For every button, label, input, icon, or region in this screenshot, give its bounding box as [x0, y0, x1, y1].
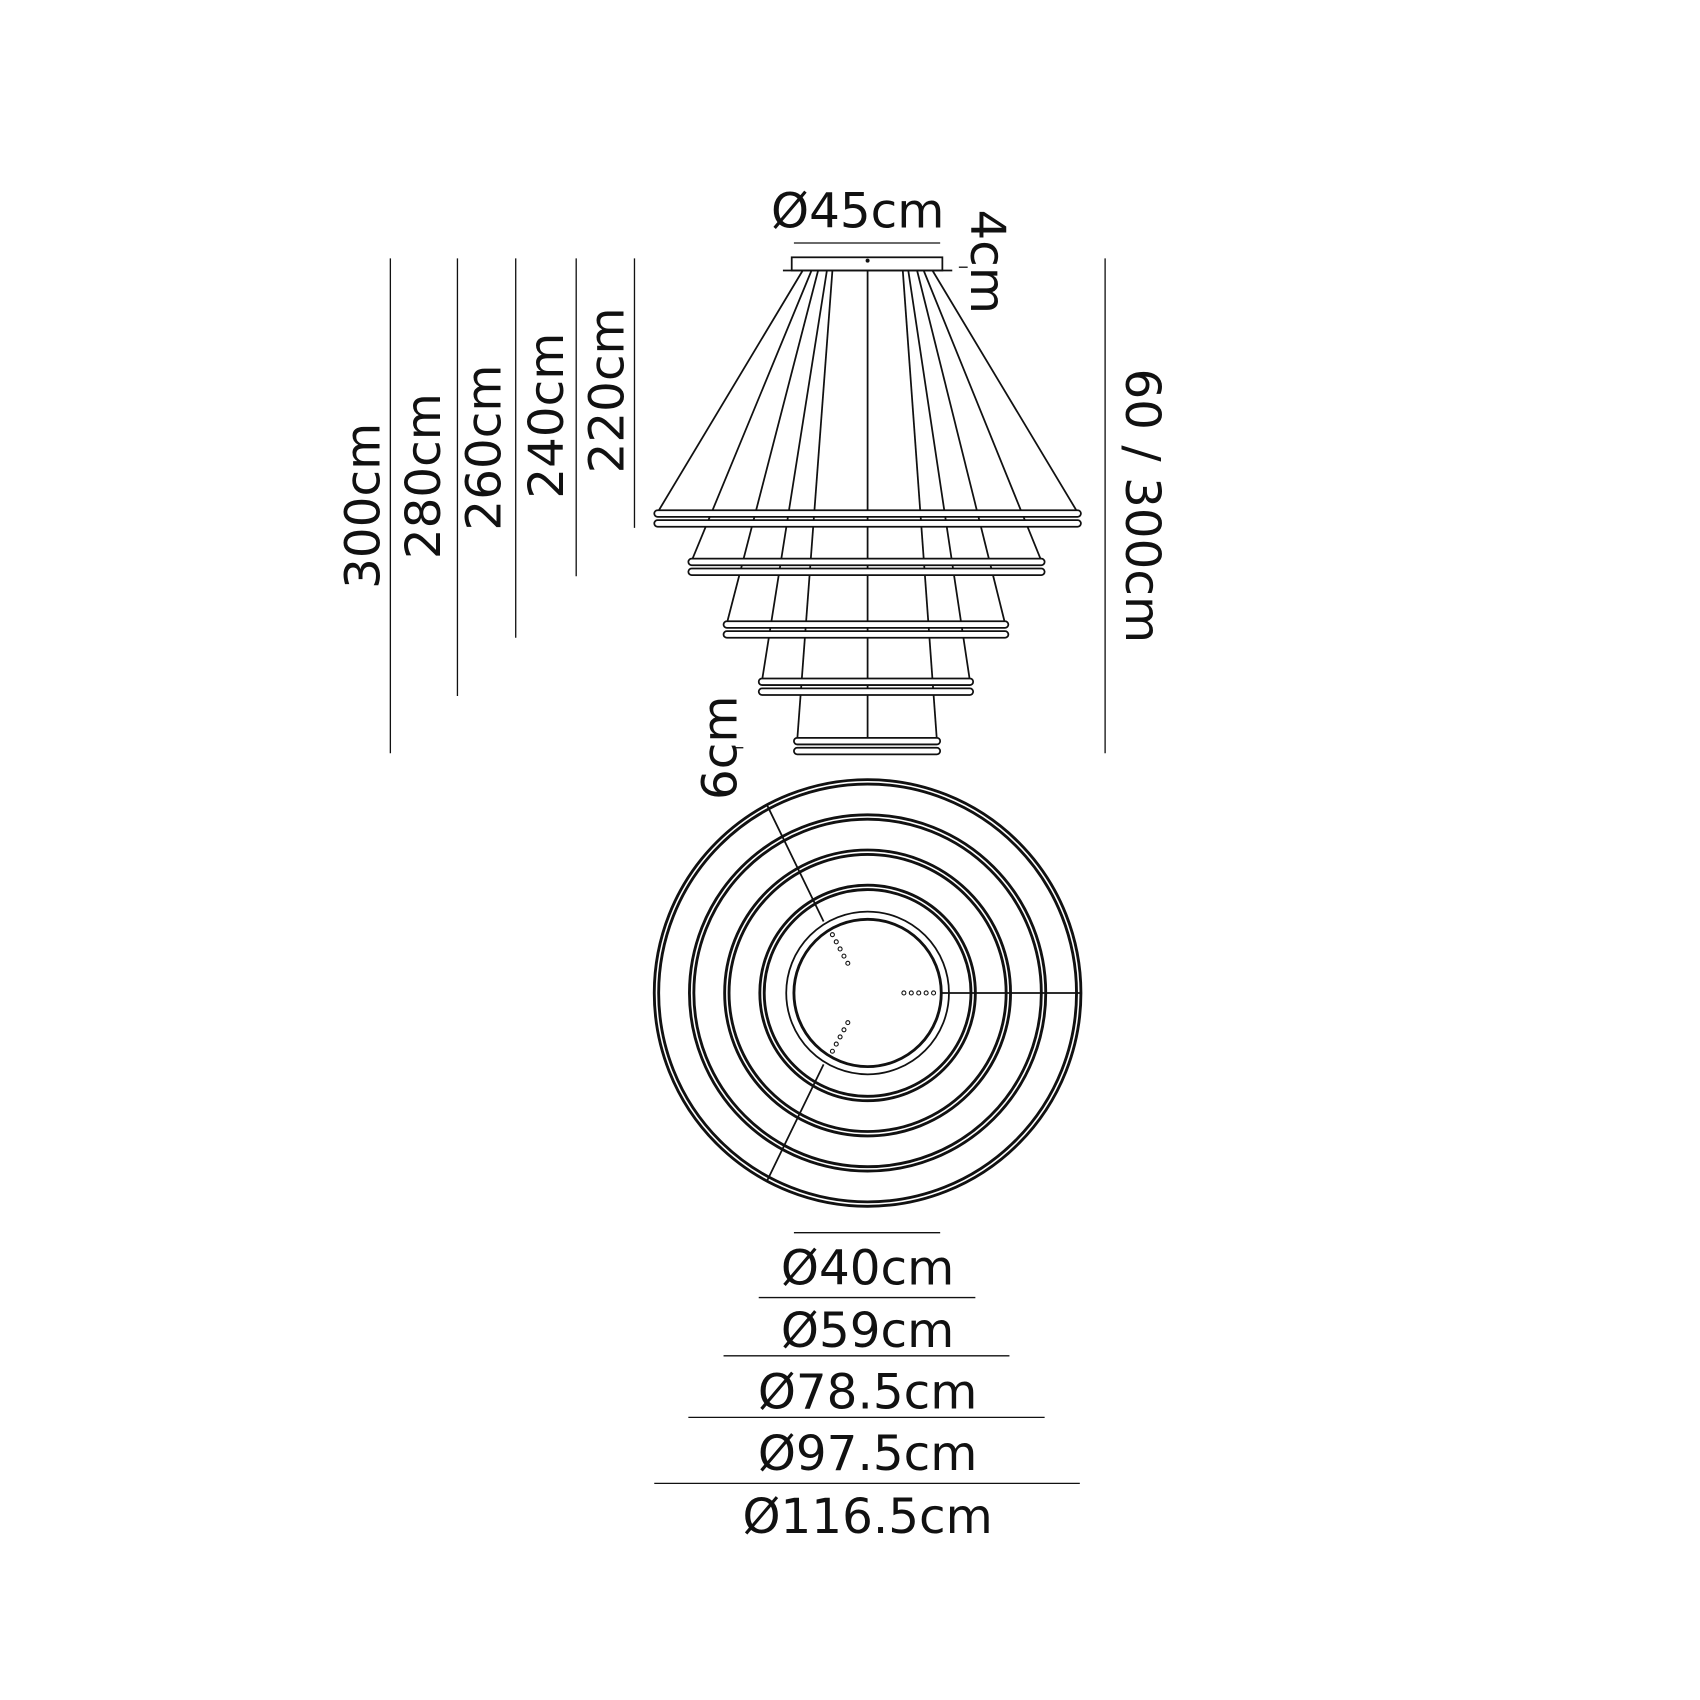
- drop-label-240: 240cm: [519, 333, 575, 499]
- radial-arm-upper: [765, 803, 825, 922]
- led-points: [829, 932, 937, 1054]
- led-dot: [841, 1027, 847, 1033]
- suspension-wire: [931, 270, 1079, 513]
- suspension-wire: [796, 270, 834, 741]
- ring-side-upper-bar: [793, 736, 942, 746]
- ring-diameter-dimensions: Ø40cm Ø59cm Ø78.5cm Ø97.5cm Ø116.5cm: [654, 1232, 1080, 1545]
- plan-view: [652, 778, 1083, 1208]
- side-elevation: Ø45cm 4cm 6cm 300cm 280cm 260cm 240cm 22…: [335, 184, 1170, 800]
- suspension-wire: [656, 270, 804, 513]
- led-dot: [923, 990, 929, 996]
- canopy-height-label: 4cm: [959, 209, 1015, 313]
- led-dot: [916, 990, 922, 996]
- suspension-wire: [901, 270, 938, 741]
- led-dot: [833, 939, 839, 945]
- ring-side-lower-bar: [793, 746, 942, 756]
- ring-side-upper-bar: [687, 557, 1046, 567]
- canopy-fixing-point: [865, 258, 870, 263]
- drop-label-260: 260cm: [456, 365, 512, 531]
- led-dot: [837, 1034, 843, 1040]
- diameter-label-78-5: Ø78.5cm: [758, 1365, 978, 1421]
- ring-side-lower-bar: [687, 567, 1046, 576]
- ring-side-upper-bar: [757, 677, 975, 686]
- led-dot: [833, 1041, 839, 1047]
- diameter-label-116-5: Ø116.5cm: [742, 1489, 992, 1545]
- led-dot: [901, 990, 907, 996]
- led-dot: [841, 953, 847, 959]
- ring-side-lower-bar: [757, 687, 975, 696]
- ring-side-upper-bar: [653, 509, 1082, 518]
- rings-side-view: [653, 509, 1082, 756]
- suspension-wire: [907, 270, 971, 681]
- diameter-label-97-5: Ø97.5cm: [758, 1426, 978, 1482]
- plan-inner-ring: [792, 917, 943, 1069]
- ring-side-upper-bar: [722, 620, 1010, 629]
- suspension-wire: [761, 270, 828, 681]
- canopy-diameter-label: Ø45cm: [771, 184, 944, 240]
- adjustable-drop-label: 60 / 300cm: [1114, 368, 1170, 643]
- led-dot: [837, 946, 843, 952]
- diameter-label-40: Ø40cm: [781, 1240, 954, 1296]
- ring-height-label: 6cm: [693, 695, 749, 800]
- radial-arm-lower: [765, 1064, 825, 1183]
- led-dot: [845, 960, 851, 966]
- led-dot: [931, 990, 937, 996]
- ring-side-lower-bar: [653, 519, 1082, 528]
- led-dot: [829, 932, 835, 938]
- led-dot: [829, 1048, 835, 1054]
- led-dot: [908, 990, 914, 996]
- drop-label-280: 280cm: [396, 393, 452, 559]
- led-dot: [845, 1020, 851, 1026]
- diameter-label-59: Ø59cm: [781, 1303, 954, 1359]
- drop-label-300: 300cm: [335, 423, 391, 589]
- drop-label-220: 220cm: [579, 307, 635, 473]
- ring-side-lower-bar: [722, 630, 1010, 639]
